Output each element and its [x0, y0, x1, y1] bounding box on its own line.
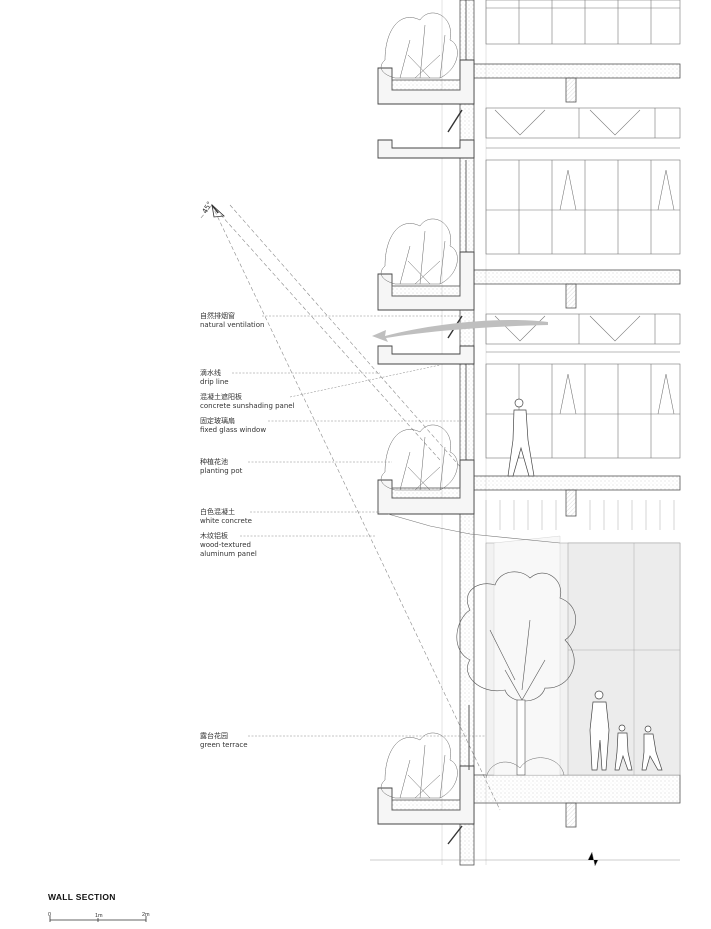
annotation-aluminum-panel-en-1: wood-textured [200, 541, 251, 549]
planter-foliage [380, 12, 458, 799]
sun-angle-lines [199, 204, 501, 811]
annotation-fixed-glass-zh: 固定玻璃扇 [200, 416, 235, 425]
annotation-natural-ventilation-en: natural ventilation [200, 321, 264, 329]
drawing-title: WALL SECTION [48, 892, 116, 902]
annotation-drip-line-zh: 滴水线 [200, 368, 221, 377]
annotation-white-concrete-zh: 白色混凝土 [200, 507, 235, 516]
annotation-planting-pot-zh: 种植花池 [200, 457, 228, 466]
annotation-sunshading-en: concrete sunshading panel [200, 402, 295, 410]
annotations: 自然排烟窗 natural ventilation 滴水线 drip line … [200, 311, 295, 749]
angle-marker: 45° [201, 200, 225, 218]
annotation-sunshading-zh: 混凝土遮阳板 [200, 392, 242, 401]
annotation-green-terrace-zh: 露台花园 [200, 731, 228, 740]
planter-boxes [377, 59, 561, 825]
scale-tick-1m: 1m [95, 913, 103, 919]
angle-label: 45° [201, 200, 214, 215]
annotation-white-concrete-en: white concrete [200, 517, 252, 525]
annotation-planting-pot-en: planting pot [200, 467, 243, 475]
annotation-fixed-glass-en: fixed glass window [200, 426, 266, 434]
annotation-aluminum-panel-en-2: aluminum panel [200, 550, 257, 558]
structural-column [459, 0, 475, 866]
tree [456, 571, 576, 776]
annotation-green-terrace-en: green terrace [200, 741, 248, 749]
scale-tick-2m: 2m [142, 912, 150, 918]
ground-line [370, 851, 680, 867]
annotation-aluminum-panel-zh: 木纹铝板 [200, 531, 228, 540]
scale-bar: 0 1m 2m [48, 912, 150, 922]
leader-lines [232, 315, 486, 737]
annotation-drip-line-en: drip line [200, 378, 229, 386]
annotation-natural-ventilation-zh: 自然排烟窗 [200, 311, 235, 320]
airflow-arrow [372, 319, 548, 342]
soffit-slats [485, 500, 675, 535]
scale-tick-0: 0 [48, 912, 51, 918]
people [507, 398, 663, 771]
